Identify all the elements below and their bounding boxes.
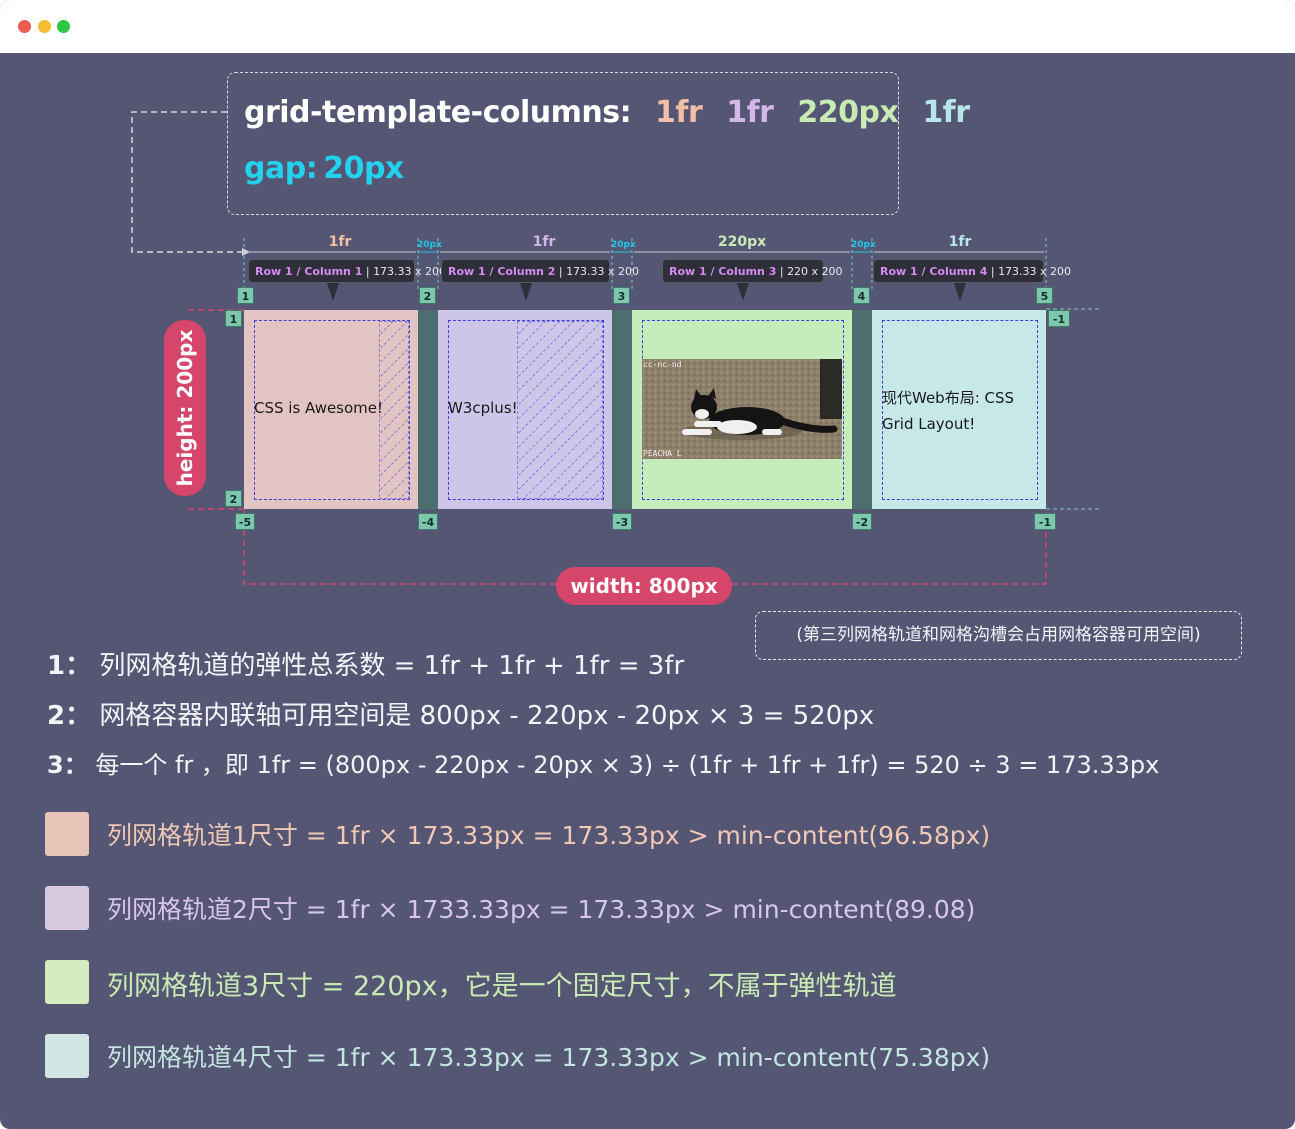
cell-4-text: 现代Web布局: CSS Grid Layout! [882,385,1014,437]
free-space-hatch [517,321,603,499]
tooltip-size: 173.33 x 200 [373,265,447,278]
track-label-4: 1fr [948,234,972,250]
tooltip-position: Row 1 / Column 2 [448,265,556,278]
calc-num: 3： [47,751,88,779]
column-line-1: 1 [237,287,254,304]
grid-cell-2: W3cplus! [438,310,612,509]
row-line-neg-1: -1 [1048,310,1070,327]
calc-num: 1： [47,651,92,681]
cat-image [642,359,842,459]
code-property: grid-template-columns: [244,95,632,130]
calc-line-2: 2： 网格容器内联轴可用空间是 800px - 220px - 20px × 3… [47,695,874,732]
calc-text: 每一个 fr ，即 1fr = (800px - 220px - 20px × … [95,751,1160,779]
column-line-neg-4: -4 [418,513,438,530]
legend-text: 列网格轨道3尺寸 = 220px，它是一个固定尺寸，不属于弹性轨道 [107,971,897,1002]
title-bar [0,0,1295,53]
row-line-2: 2 [225,490,242,507]
column-line-3: 3 [613,287,630,304]
calc-line-3: 3： 每一个 fr ，即 1fr = (800px - 220px - 20px… [47,745,1159,780]
legend-text: 列网格轨道1尺寸 = 1fr × 173.33px = 173.33px > m… [107,821,991,850]
gap-label-3: 20px [851,240,876,250]
tooltip-position: Row 1 / Column 4 [880,265,988,278]
grid-cell-3: cc-nc-nd PEACHA L [632,310,852,509]
calc-line-1: 1： 列网格轨道的弹性总系数 = 1fr + 1fr + 1fr = 3fr [47,645,684,682]
calc-text: 列网格轨道的弹性总系数 = 1fr + 1fr + 1fr = 3fr [99,651,685,681]
column-line-neg-2: -2 [852,513,872,530]
height-label: height: 200px [164,320,206,496]
image-watermark-top: cc-nc-nd [643,360,682,369]
grid-gap-3 [852,310,872,509]
content-box [882,320,1038,500]
code-gap-value: 20px [323,151,404,186]
cell-4-line-1: 现代Web布局: CSS [882,389,1015,407]
grid-gap-1 [418,310,438,509]
code-gap-property: gap: [244,151,318,186]
track-label-3: 220px [717,234,767,250]
height-label-text: height: 200px [173,329,197,487]
legend-swatch [45,1034,89,1078]
column-line-neg-1: -1 [1034,513,1056,530]
code-value-4: 1fr [922,95,970,130]
calc-num: 2： [47,701,92,731]
cell-1-text: CSS is Awesome! [254,399,384,417]
cell-2-text: W3cplus! [448,399,518,417]
maximize-button[interactable] [57,20,70,33]
track-label-2: 1fr [532,234,556,250]
note-box: (第三列网格轨道和网格沟槽会占用网格容器可用空间) [755,611,1242,660]
code-value-1: 1fr [655,95,703,130]
track-label-1: 1fr [328,234,352,250]
grid-cell-1: CSS is Awesome! [244,310,418,509]
cell-tooltip-3: Row 1 / Column 3 | 220 x 200 [662,259,843,301]
gap-label-1: 20px [417,240,442,250]
code-line-gap: gap:20px [244,151,418,186]
code-line-columns: grid-template-columns: 1fr 1fr 220px 1fr [244,95,984,130]
legend-swatch [45,960,89,1004]
code-value-3: 220px [797,95,899,130]
code-snippet: grid-template-columns: 1fr 1fr 220px 1fr… [227,72,970,215]
column-line-5: 5 [1036,287,1053,304]
legend-text: 列网格轨道4尺寸 = 1fr × 173.33px = 173.33px > m… [107,1043,991,1072]
cell-tooltip-4: Row 1 / Column 4 | 173.33 x 200 [873,259,1071,301]
cell-tooltip-1: Row 1 / Column 1 | 173.33 x 200 [248,259,446,301]
width-label: width: 800px [556,567,732,605]
tooltip-position: Row 1 / Column 3 [669,265,777,278]
code-value-2: 1fr [726,95,774,130]
grid-cell-4: 现代Web布局: CSS Grid Layout! [872,310,1046,509]
grid-gap-2 [612,310,632,509]
image-watermark-bottom: PEACHA L [643,449,682,458]
tooltip-size: 173.33 x 200 [566,265,640,278]
tooltip-size: 220 x 200 [787,265,843,278]
free-space-hatch [379,321,409,499]
row-line-1: 1 [225,310,242,327]
gap-label-2: 20px [611,240,636,250]
tooltip-size: 173.33 x 200 [998,265,1072,278]
calc-text: 网格容器内联轴可用空间是 800px - 220px - 20px × 3 = … [99,701,875,731]
column-line-neg-5: -5 [235,513,255,530]
close-button[interactable] [18,20,31,33]
legend-swatch [45,886,89,930]
column-line-2: 2 [419,287,436,304]
cell-tooltip-2: Row 1 / Column 2 | 173.33 x 200 [441,259,639,301]
column-line-4: 4 [853,287,870,304]
content-box [448,320,604,500]
tooltip-position: Row 1 / Column 1 [255,265,363,278]
legend-swatch [45,812,89,856]
legend-text: 列网格轨道2尺寸 = 1fr × 1733.33px = 173.33px > … [107,895,976,924]
minimize-button[interactable] [38,20,51,33]
content-box [254,320,410,500]
cell-4-line-2: Grid Layout! [882,415,976,433]
connector-lines [131,111,1100,585]
column-line-neg-3: -3 [612,513,632,530]
